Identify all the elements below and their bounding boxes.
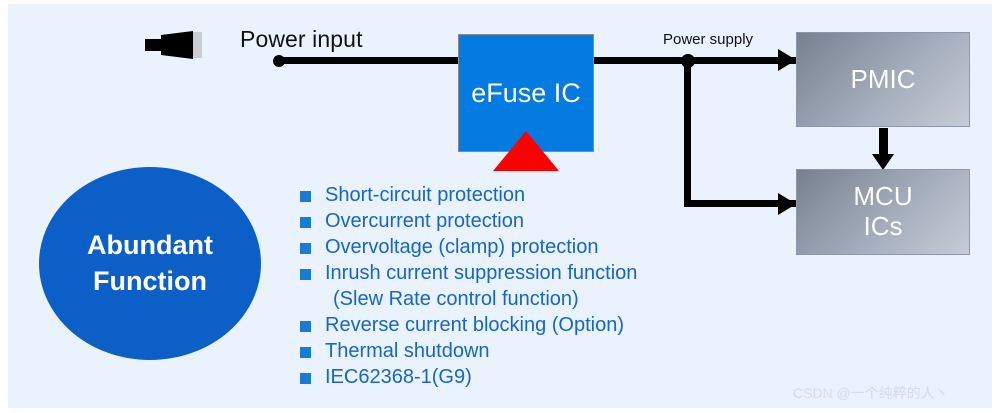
block-pmic[interactable]: PMIC xyxy=(796,32,970,127)
bullet-square-icon xyxy=(300,373,311,384)
feature-label: Inrush current suppression function xyxy=(325,262,638,284)
bullet-square-icon xyxy=(300,243,311,254)
block-pmic-label: PMIC xyxy=(850,63,916,94)
wire-input-to-efuse xyxy=(278,57,470,64)
callout-abundant-function[interactable]: Abundant Function xyxy=(39,167,261,360)
bullet-square-icon xyxy=(300,321,311,332)
dc-power-plug-icon xyxy=(145,30,219,60)
watermark: CSDN @一个纯粹的人丶 xyxy=(793,385,949,401)
label-power-supply: Power supply xyxy=(663,31,754,48)
list-item: Overcurrent protection xyxy=(300,210,720,236)
block-mcu-label-line1: MCU xyxy=(853,181,913,212)
feature-label: IEC62368-1(G9) xyxy=(325,366,472,388)
arrow-pmic-to-mcu-icon xyxy=(872,154,894,170)
list-item: Thermal shutdown xyxy=(300,340,720,366)
list-item: Reverse current blocking (Option) xyxy=(300,314,720,340)
arrow-into-pmic-icon xyxy=(778,49,796,71)
callout-line2: Function xyxy=(93,265,207,296)
bullet-square-icon xyxy=(300,217,311,228)
list-item: Inrush current suppression function xyxy=(300,262,720,288)
label-power-input: Power input xyxy=(240,26,363,52)
wire-junction-dot-input xyxy=(273,55,285,67)
list-item: IEC62368-1(G9) xyxy=(300,366,720,392)
bullet-square-icon xyxy=(300,347,311,358)
feature-label: Thermal shutdown xyxy=(325,340,490,362)
block-mcu-label-line2: ICs xyxy=(863,211,903,241)
wire-branch-to-mcu xyxy=(684,200,796,207)
feature-label: Short-circuit protection xyxy=(325,184,526,206)
feature-label: Overvoltage (clamp) protection xyxy=(325,236,599,258)
bullet-square-icon xyxy=(300,269,311,280)
feature-label: (Slew Rate control function) xyxy=(333,288,579,310)
feature-list: Short-circuit protection Overcurrent pro… xyxy=(300,184,720,392)
block-efuse-ic-label: eFuse IC xyxy=(471,77,581,108)
bullet-square-icon xyxy=(300,191,311,202)
block-mcu-ics[interactable]: MCU ICs xyxy=(796,169,970,255)
block-efuse-ic[interactable]: eFuse IC xyxy=(458,34,594,152)
feature-label: Overcurrent protection xyxy=(325,210,524,232)
feature-label: Reverse current blocking (Option) xyxy=(325,314,625,336)
list-item: Short-circuit protection xyxy=(300,184,720,210)
diagram-canvas: Power input Power supply eFuse IC PMIC M… xyxy=(8,4,992,408)
wire-pmic-to-mcu xyxy=(879,128,888,158)
callout-line1: Abundant xyxy=(87,229,213,260)
arrow-into-mcu-icon xyxy=(778,193,796,215)
list-item: (Slew Rate control function) xyxy=(300,288,720,314)
list-item: Overvoltage (clamp) protection xyxy=(300,236,720,262)
wire-branch-vertical xyxy=(684,60,691,206)
highlight-triangle-icon xyxy=(493,131,559,171)
